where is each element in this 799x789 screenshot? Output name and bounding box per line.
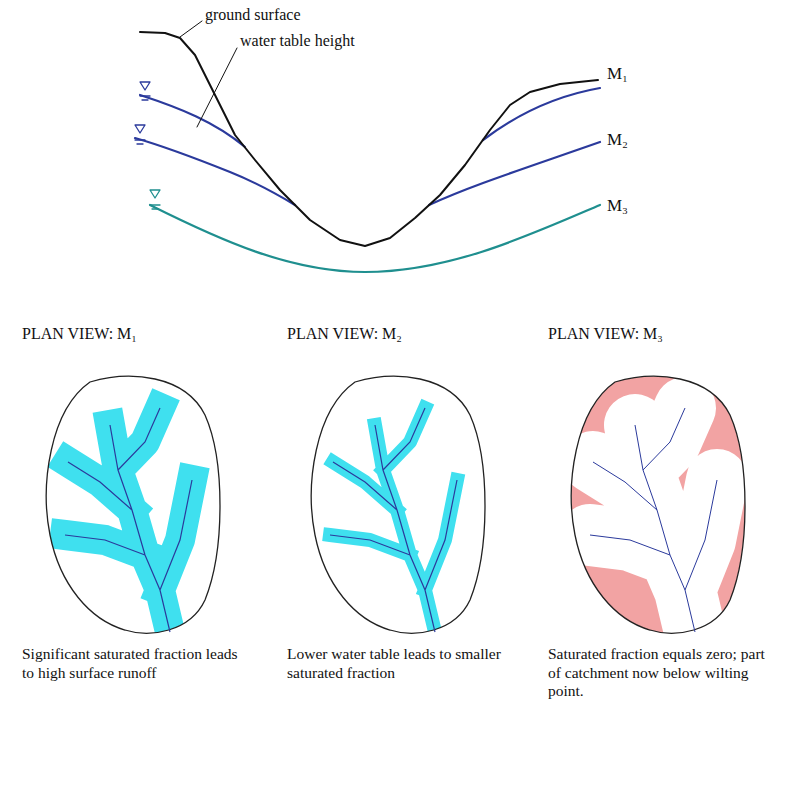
ground-surface-label: ground surface bbox=[205, 6, 301, 24]
water-table-symbol bbox=[140, 82, 150, 100]
water-table-m1 bbox=[483, 88, 600, 140]
water-table-m1 bbox=[140, 95, 245, 147]
leader-line bbox=[180, 21, 202, 37]
ground-surface-line bbox=[140, 32, 598, 246]
scenario-label: M₂ bbox=[607, 130, 628, 150]
scenario-label: M₁ bbox=[607, 64, 628, 84]
scenario-label: M₃ bbox=[607, 196, 628, 216]
catchment-map bbox=[571, 376, 745, 633]
water-table-symbol bbox=[135, 125, 145, 144]
panel-heading: PLAN VIEW: M₃ bbox=[548, 325, 663, 343]
leader-line bbox=[197, 48, 237, 127]
water-table-m3 bbox=[150, 205, 600, 272]
catchment-map bbox=[46, 376, 220, 633]
plan-view-panel: PLAN VIEW: M₃ Saturated fraction equals z… bbox=[548, 325, 788, 705]
panel-caption: Lower water table leads to smaller satur… bbox=[287, 645, 509, 682]
panel-caption: Saturated fraction equals zero; part of … bbox=[548, 645, 770, 701]
panel-heading: PLAN VIEW: M₂ bbox=[287, 325, 402, 343]
panel-heading: PLAN VIEW: M₁ bbox=[22, 325, 137, 343]
water-table-label: water table height bbox=[240, 32, 355, 50]
water-table-m2 bbox=[135, 138, 295, 205]
catchment-map bbox=[311, 376, 485, 633]
water-table-symbol bbox=[150, 190, 160, 209]
panel-caption: Significant saturated fraction leads to … bbox=[22, 645, 244, 682]
cross-section bbox=[135, 21, 600, 272]
plan-view-panel: PLAN VIEW: M₁ Significant saturated fract… bbox=[22, 325, 262, 687]
water-table-m2 bbox=[429, 142, 600, 205]
plan-view-panel: PLAN VIEW: M₂ Lower water table leads to … bbox=[287, 325, 527, 687]
